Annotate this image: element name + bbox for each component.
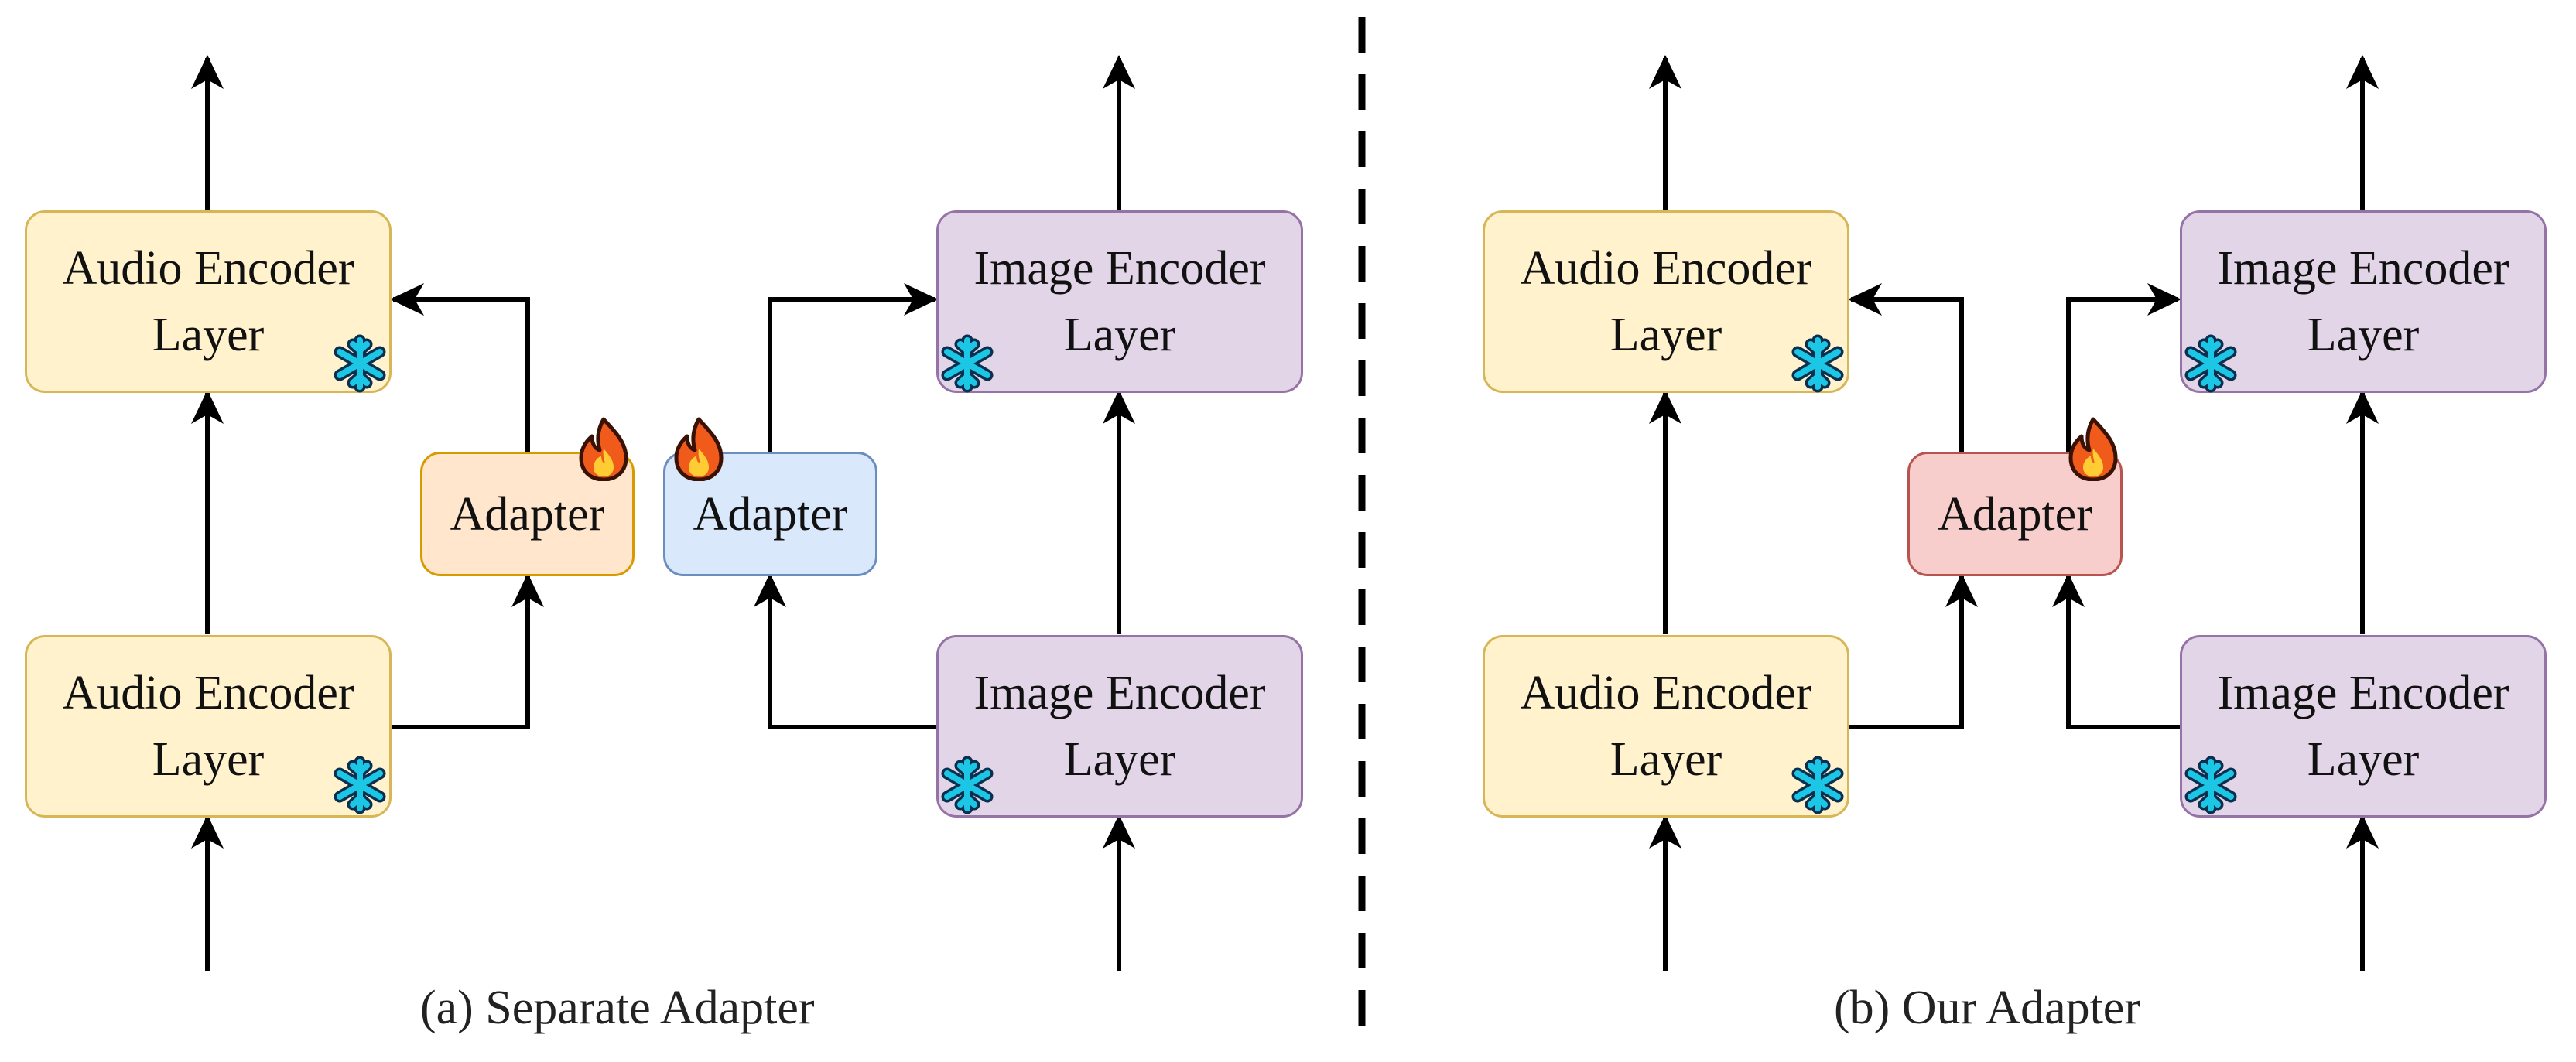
snowflake-icon xyxy=(2184,334,2237,393)
audio-adapter-label: Adapter xyxy=(450,487,605,541)
snowflake-icon xyxy=(1791,756,1844,814)
audio-encoder-layer-top: Audio Encoder Layer xyxy=(25,210,392,393)
arrow-adapter-to-audio-top-b xyxy=(1848,283,1964,452)
snowflake-icon xyxy=(334,756,386,814)
audio-encoder-layer-top-label: Audio Encoder Layer xyxy=(62,242,354,361)
arrow-audio-bottom-to-adapter xyxy=(390,573,544,729)
image-encoder-layer-top: Image Encoder Layer xyxy=(936,210,1303,393)
arrow-image-bottom-to-adapter-b xyxy=(2052,573,2181,729)
audio-encoder-layer-top-b-label: Audio Encoder Layer xyxy=(1520,242,1812,361)
image-encoder-layer-top-b: Image Encoder Layer xyxy=(2180,210,2547,393)
audio-encoder-layer-bottom-b-label: Audio Encoder Layer xyxy=(1520,667,1812,786)
shared-adapter-label: Adapter xyxy=(1938,487,2092,541)
fire-icon xyxy=(579,417,628,481)
image-encoder-layer-bottom: Image Encoder Layer xyxy=(936,635,1303,818)
image-encoder-layer-bottom-label: Image Encoder Layer xyxy=(973,667,1266,786)
image-adapter-label: Adapter xyxy=(693,487,848,541)
image-encoder-layer-bottom-b-label: Image Encoder Layer xyxy=(2217,667,2509,786)
audio-encoder-layer-bottom-label: Audio Encoder Layer xyxy=(62,667,354,786)
arrow-adapter-to-audio-top xyxy=(390,283,530,452)
snowflake-icon xyxy=(2184,756,2237,814)
audio-encoder-layer-bottom-b: Audio Encoder Layer xyxy=(1483,635,1849,818)
caption-our-adapter: (b) Our Adapter xyxy=(1834,982,2140,1034)
arrow-adapter-to-image-top-b xyxy=(2066,283,2181,452)
snowflake-icon xyxy=(941,334,994,393)
image-encoder-layer-bottom-b: Image Encoder Layer xyxy=(2180,635,2547,818)
arrow-audio-bottom-to-adapter-b xyxy=(1849,573,1978,729)
snowflake-icon xyxy=(1791,334,1844,393)
snowflake-icon xyxy=(334,334,386,393)
fire-icon xyxy=(674,417,724,481)
image-encoder-layer-top-label: Image Encoder Layer xyxy=(973,242,1266,361)
fire-icon xyxy=(2068,417,2118,481)
image-encoder-layer-top-b-label: Image Encoder Layer xyxy=(2217,242,2509,361)
arrow-image-bottom-to-adapter xyxy=(754,573,937,729)
snowflake-icon xyxy=(941,756,994,814)
audio-encoder-layer-bottom: Audio Encoder Layer xyxy=(25,635,392,818)
arrow-adapter-to-image-top xyxy=(768,283,938,452)
caption-separate-adapter: (a) Separate Adapter xyxy=(420,982,815,1034)
audio-encoder-layer-top-b: Audio Encoder Layer xyxy=(1483,210,1849,393)
